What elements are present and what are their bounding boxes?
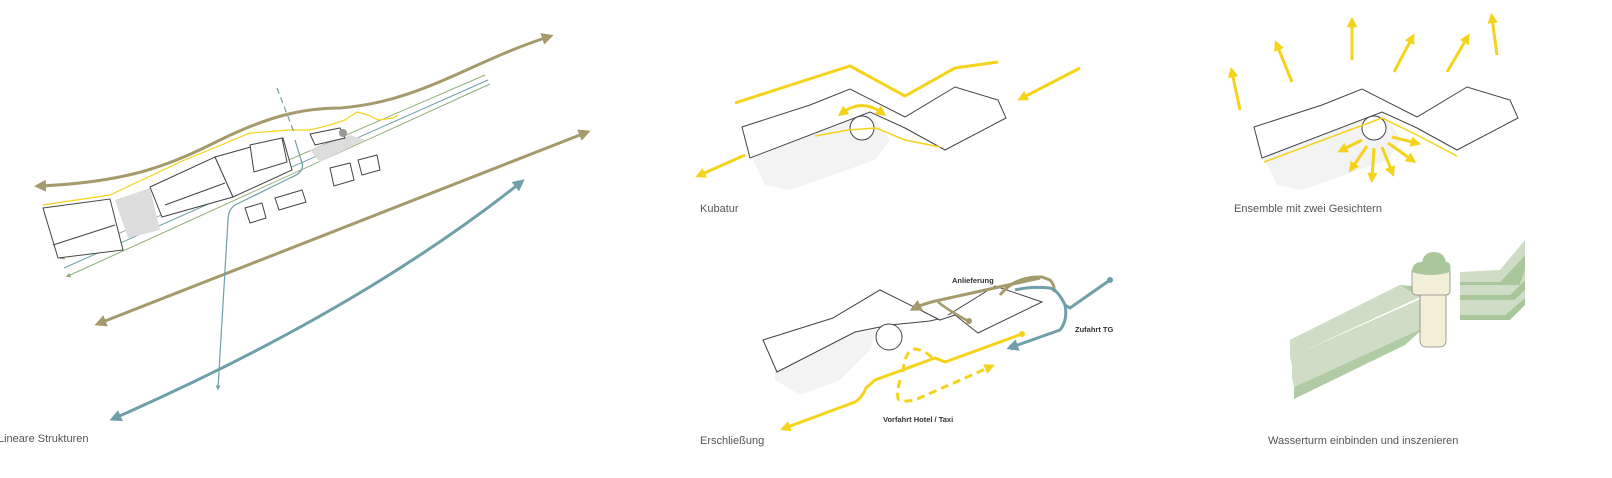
yellow-contour-south: [1263, 117, 1458, 163]
green-band-right-light: [1460, 240, 1525, 315]
arrow-west: [695, 153, 746, 178]
caption-lineare-strukturen: Lineare Strukturen: [0, 433, 89, 445]
water-tower: [1361, 115, 1387, 141]
label-vorfahrt: Vorfahrt Hotel / Taxi: [883, 415, 953, 424]
building-outline: [1253, 86, 1519, 159]
green-band-left-light: [1290, 285, 1425, 387]
river-arrow: [109, 179, 525, 422]
panel-ensemble: Ensemble mit zwei Gesichtern: [1227, 12, 1519, 215]
garage-end-dot: [1009, 344, 1015, 350]
arrow-east: [1017, 66, 1081, 101]
buildings: [42, 127, 381, 259]
panel-lineare-strukturen: Lineare Strukturen: [0, 33, 591, 445]
delivery-route: [915, 275, 1056, 308]
delivery-spur: [937, 301, 969, 323]
tower-roof: [1412, 252, 1451, 275]
dropoff-loop: [896, 347, 991, 403]
yellow-edge: [42, 111, 399, 206]
rail-line-3: [65, 83, 491, 278]
yellow-contour-south: [814, 127, 941, 148]
panel-wasserturm: Wasserturm einbinden und inszenieren: [1268, 240, 1525, 447]
yellow-contour-north: [734, 60, 999, 105]
shadow-area: [115, 135, 365, 238]
caption-ensemble: Ensemble mit zwei Gesichtern: [1234, 203, 1382, 215]
building-outline: [741, 86, 1007, 159]
path-dashed: [276, 87, 296, 136]
road-north-arrow: [34, 33, 554, 192]
building-upper-wing: [832, 289, 956, 321]
water-tower: [875, 323, 903, 351]
caption-wasserturm: Wasserturm einbinden und inszenieren: [1268, 435, 1458, 447]
path-crossing: [215, 139, 304, 391]
caption-erschliessung: Erschließung: [700, 435, 764, 447]
label-zufahrt-tg: Zufahrt TG: [1075, 325, 1113, 334]
tower-shaft: [1419, 289, 1447, 348]
caption-kubatur: Kubatur: [700, 203, 739, 215]
delivery-end-dot: [966, 318, 972, 324]
access-end-dot: [1019, 331, 1025, 337]
panel-erschliessung: Anlieferung Zufahrt TG Vorfahrt Hotel / …: [700, 275, 1113, 447]
main-access: [780, 332, 1023, 432]
panel-kubatur: Kubatur: [695, 60, 1081, 215]
radiating-arrows: [1227, 12, 1499, 184]
label-anlieferung: Anlieferung: [952, 276, 994, 285]
garage-start-dot: [1107, 277, 1113, 283]
garage-route: [1012, 278, 1111, 347]
arc-arrow: [837, 104, 887, 117]
